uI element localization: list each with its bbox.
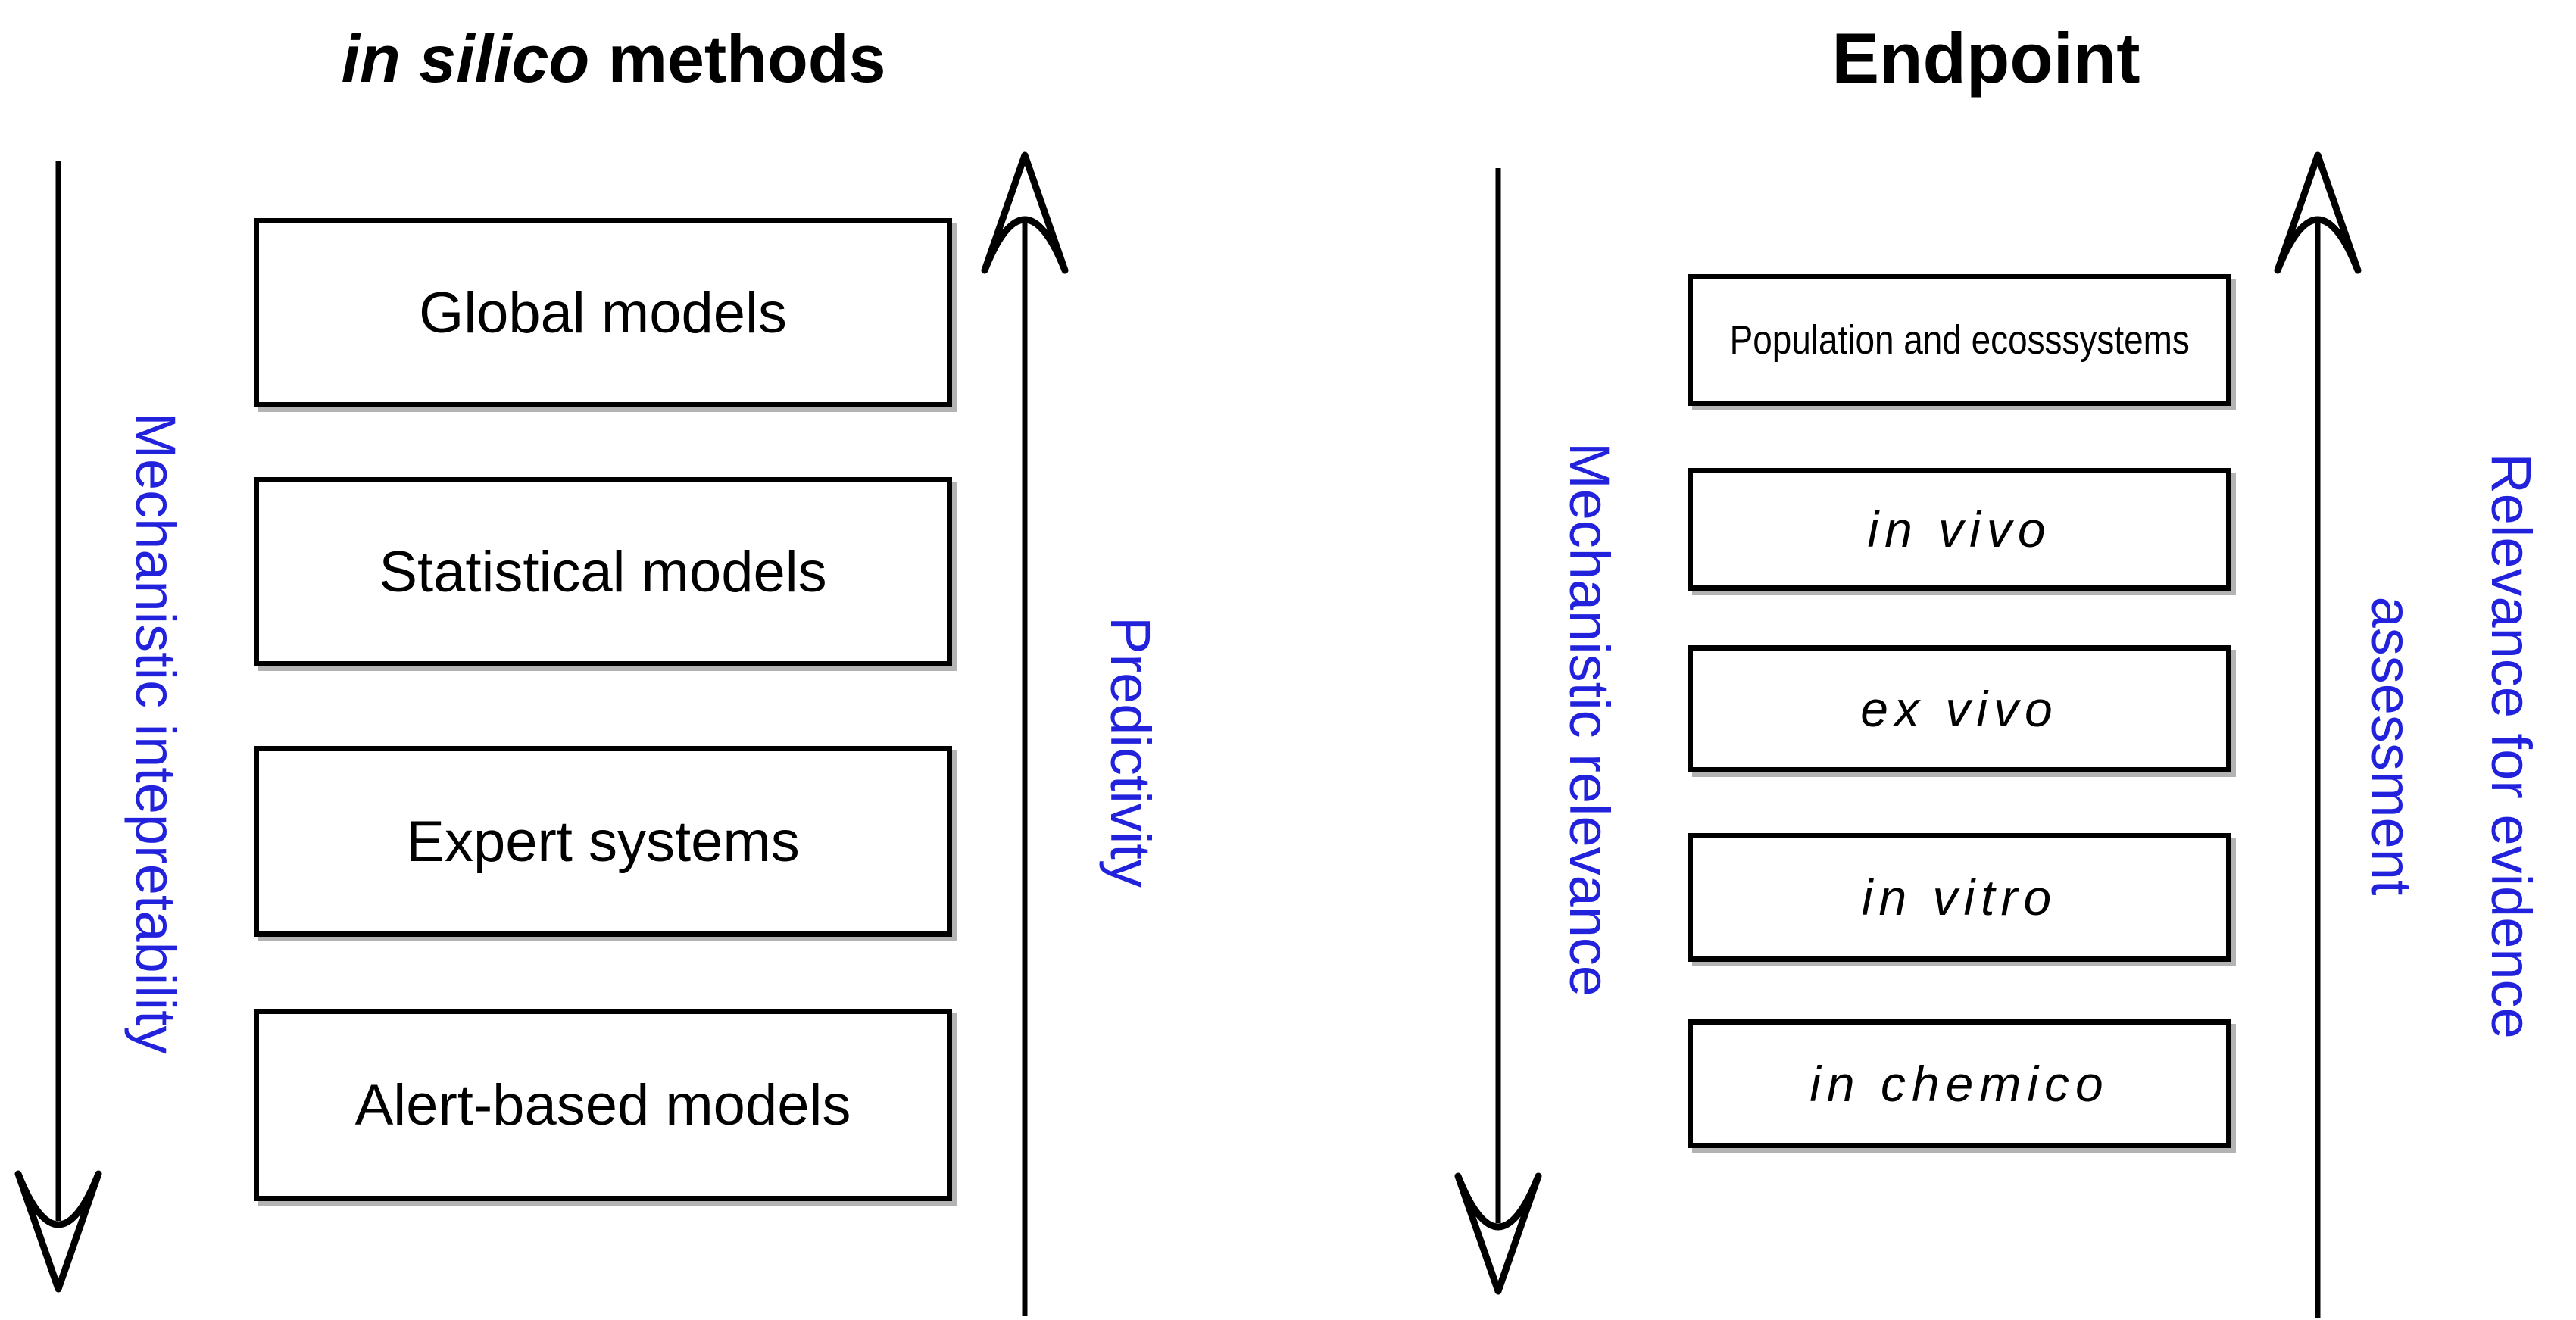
relevance-for-evidence-assessment-label: Relevance for evidence assessment <box>2331 453 2571 1038</box>
endpoint-box-population-ecosystems: Population and ecosssystems <box>1688 274 2231 406</box>
predictivity-arrow-up <box>981 151 1069 1316</box>
predictivity-label: Predictivity <box>1098 616 1162 888</box>
endpoint-box-label: in vitro <box>1861 869 2058 925</box>
endpoint-box-label: in chemico <box>1809 1056 2109 1112</box>
endpoint-box-label: Population and ecosssystems <box>1729 317 2190 363</box>
method-box-expert-systems: Expert systems <box>254 746 952 937</box>
left-panel-title: in silico methods <box>342 26 886 92</box>
endpoint-box-label: in vivo <box>1867 501 2052 557</box>
left-panel-title-italic-part: in silico <box>341 21 590 96</box>
relevance-assessment-arrow-up <box>2274 151 2362 1318</box>
relevance-label-line2: assessment <box>2360 596 2423 896</box>
method-box-statistical-models: Statistical models <box>254 477 952 666</box>
mechanistic-relevance-arrow-down <box>1454 168 1542 1295</box>
method-box-label: Alert-based models <box>354 1072 851 1137</box>
right-panel-title: Endpoint <box>1831 18 2140 98</box>
endpoint-box-in-vivo: in vivo <box>1688 468 2231 591</box>
method-box-global-models: Global models <box>254 218 952 407</box>
method-box-label: Expert systems <box>406 809 800 874</box>
endpoint-box-in-chemico: in chemico <box>1688 1019 2231 1148</box>
mechanistic-relevance-label: Mechanistic relevance <box>1557 442 1621 997</box>
method-box-alert-based-models: Alert-based models <box>254 1009 952 1201</box>
endpoint-box-ex-vivo: ex vivo <box>1688 645 2231 772</box>
relevance-label-line1: Relevance for evidence <box>2480 453 2543 1039</box>
endpoint-box-label: ex vivo <box>1860 681 2059 737</box>
method-box-label: Statistical models <box>379 539 827 604</box>
endpoint-box-in-vitro: in vitro <box>1688 833 2231 962</box>
mechanistic-interpretability-arrow-down <box>14 161 102 1293</box>
mechanistic-interpretability-label: Mechanistic intepretability <box>123 412 187 1054</box>
method-box-label: Global models <box>419 280 787 345</box>
left-panel-title-rest-part: methods <box>589 21 886 96</box>
